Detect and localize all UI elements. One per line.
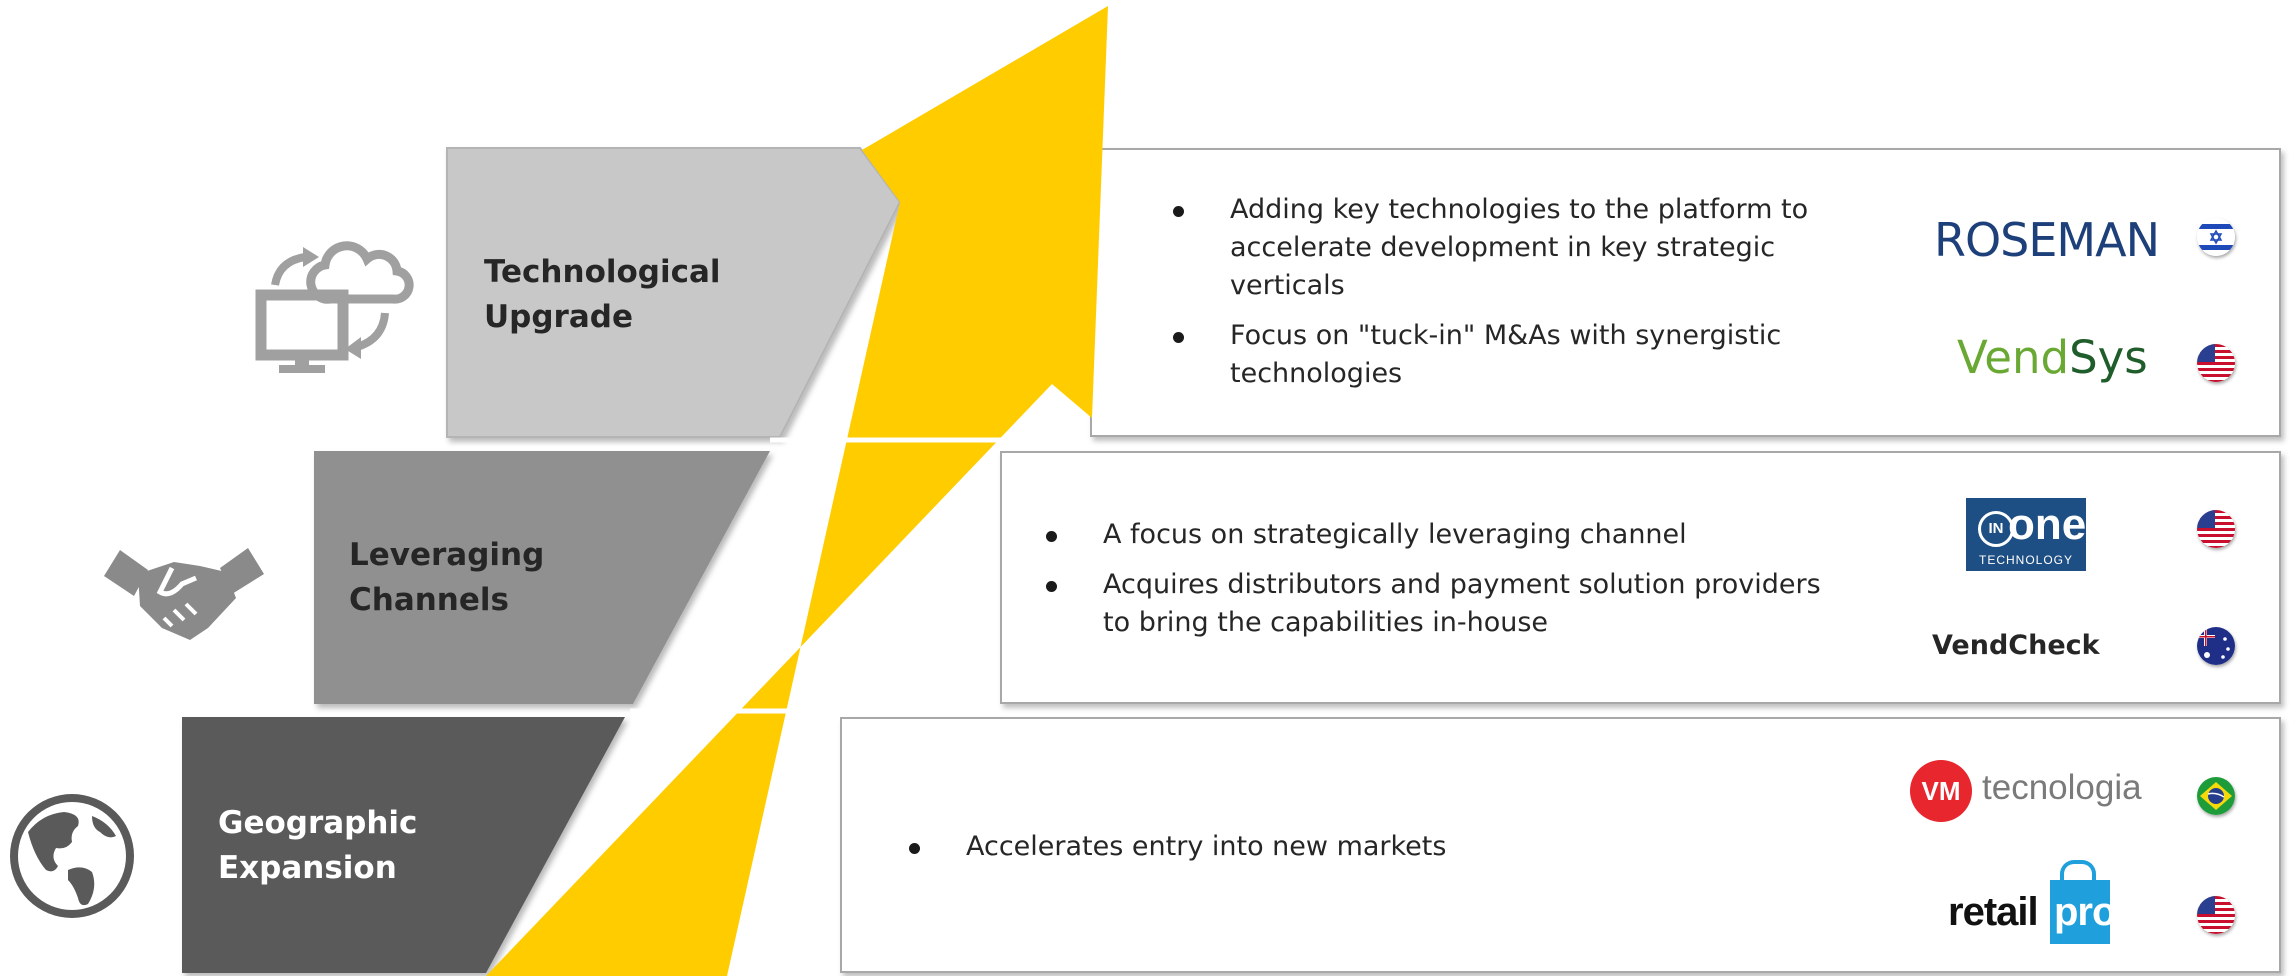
- globe-icon: [10, 794, 134, 918]
- vendsys-logo: VendSys: [1957, 331, 2148, 384]
- bullet-item: A focus on strategically leveraging chan…: [1046, 516, 1843, 554]
- roseman-logo-text: ROSEMAN: [1934, 213, 2160, 267]
- tier-label-channels: Leveraging Channels: [349, 533, 544, 623]
- tier-label-line: Technological: [484, 254, 721, 290]
- usa-flag-icon: [2197, 896, 2235, 934]
- bullet-item: Acquires distributors and payment soluti…: [1046, 566, 1843, 642]
- retail-pro-logo: retail pro: [1948, 860, 2138, 950]
- cloud-computer-icon: [255, 241, 414, 373]
- tier-label-line: Leveraging: [349, 537, 545, 573]
- roseman-logo: ROSEMAN: [1934, 213, 2160, 267]
- bullet-item: Focus on "tuck-in" M&As with synergistic…: [1173, 317, 1850, 393]
- inone-logo-in: IN: [1978, 511, 2014, 547]
- retailpro-bag: [2050, 880, 2110, 944]
- tier-band-channels: [314, 451, 770, 704]
- tier-band-technological: [446, 147, 902, 438]
- tier-label-technological: Technological Upgrade: [484, 250, 721, 340]
- retailpro-bag-handle: [2060, 860, 2096, 886]
- tier-panel-geographic: [840, 717, 2281, 973]
- bullet-list-channels: A focus on strategically leveraging chan…: [1046, 516, 1843, 654]
- bullet-item: Adding key technologies to the platform …: [1173, 191, 1850, 305]
- tier-label-line: Upgrade: [484, 299, 633, 335]
- roseman-logo-accent-letter: [1962, 213, 1992, 265]
- usa-flag-icon: [2197, 344, 2235, 382]
- vm-logo-badge: VM: [1910, 760, 1972, 822]
- tier-label-line: Expansion: [218, 850, 397, 886]
- usa-flag-icon: [2197, 510, 2235, 548]
- bullet-list-technological: Adding key technologies to the platform …: [1173, 191, 1850, 405]
- vendsys-logo-text: Vend: [1957, 331, 2070, 384]
- vendcheck-logo: VendCheck: [1932, 630, 2100, 661]
- retailpro-logo-pro: pro: [2054, 890, 2116, 934]
- bullet-item: Accelerates entry into new markets: [909, 828, 1666, 866]
- tier-label-line: Geographic: [218, 805, 418, 841]
- tier-label-geographic: Geographic Expansion: [218, 801, 417, 891]
- israel-flag-icon: [2197, 218, 2235, 256]
- tier-panel-technological: [1090, 148, 2281, 437]
- vm-logo-text: tecnologia: [1982, 768, 2142, 807]
- retailpro-logo-retail: retail: [1948, 890, 2039, 934]
- inone-logo-one: one: [2008, 500, 2087, 549]
- tier-band-geographic: [182, 717, 625, 973]
- australia-flag-icon: [2197, 627, 2235, 665]
- inone-technology-logo: IN one TECHNOLOGY: [1966, 498, 2086, 571]
- bullet-list-geographic: Accelerates entry into new markets: [909, 828, 1666, 878]
- yellow-growth-arrow: [486, 6, 1108, 976]
- inone-logo-tech: TECHNOLOGY: [1978, 553, 2073, 567]
- tier-label-line: Channels: [349, 582, 509, 618]
- vendsys-logo-text-b: Sys: [2069, 331, 2148, 384]
- brazil-flag-icon: [2197, 777, 2235, 815]
- tier-panel-channels: [1000, 451, 2281, 704]
- handshake-icon: [104, 548, 264, 640]
